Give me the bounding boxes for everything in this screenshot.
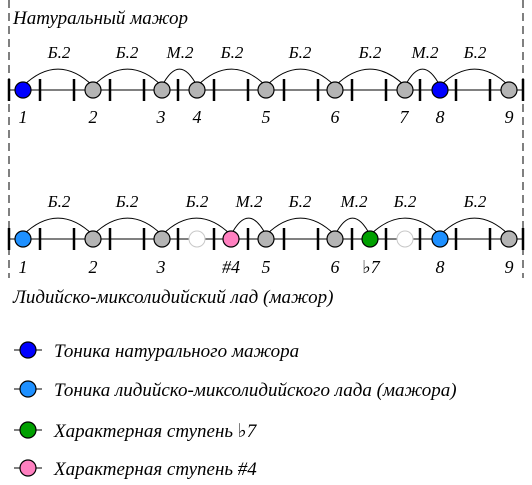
row2-degree-label: 2	[89, 257, 98, 277]
degree-node-grey	[326, 230, 344, 248]
interval-arc	[369, 217, 441, 236]
row1-interval-label: Б.2	[115, 43, 139, 62]
legend-char-4-marker	[19, 459, 37, 477]
row2-interval-label: Б.2	[185, 192, 209, 211]
row2-interval-label: Б.2	[393, 192, 417, 211]
row2-ticks	[7, 228, 525, 250]
row1-ticks	[7, 79, 525, 101]
interval-arc	[230, 217, 267, 236]
interval-arc	[334, 217, 371, 236]
interval-arc	[22, 217, 94, 236]
legend-item-tonic-lm: Тоника лидийско-миксолидийского лада (ма…	[14, 380, 457, 401]
interval-arc	[92, 68, 163, 87]
legend: Тоника натурального мажора Тоника лидийс…	[14, 341, 457, 480]
legend-tonic-lm-marker	[19, 380, 37, 398]
legend-char-7-marker	[19, 421, 37, 439]
row2-degree-label: ♭7	[362, 257, 380, 277]
row1-degree-label: 7	[400, 107, 410, 127]
legend-item-char-4: Характерная ступень #4	[14, 459, 257, 480]
row2-degree-label: 3	[156, 257, 166, 277]
row2-interval-labels: Б.2 Б.2 Б.2 М.2 Б.2 М.2 Б.2 Б.2	[47, 192, 487, 211]
row1-degree-labels: 1 2 3 4 5 6 7 8 9	[19, 107, 514, 127]
degree-node-grey	[500, 230, 518, 248]
interval-arc	[92, 217, 163, 236]
row1-interval-label: Б.2	[288, 43, 312, 62]
legend-label: Характерная ступень ♭7	[53, 421, 258, 442]
row2-interval-label: Б.2	[463, 192, 487, 211]
row1-degree-label: 4	[193, 107, 202, 127]
row1-degree-label: 5	[262, 107, 271, 127]
row1-degree-label: 1	[19, 107, 28, 127]
row2-degree-label: 5	[262, 257, 271, 277]
legend-label: Характерная ступень #4	[53, 459, 257, 480]
interval-arc	[161, 217, 232, 236]
row1-degree-label: 3	[156, 107, 166, 127]
row1-interval-label: Б.2	[463, 43, 487, 62]
row2-degree-labels: 1 2 3 #4 5 6 ♭7 8 9	[19, 257, 514, 277]
row1-interval-labels: Б.2 Б.2 М.2 Б.2 Б.2 Б.2 М.2 Б.2	[47, 43, 487, 62]
row1-interval-label: М.2	[166, 43, 194, 62]
interval-arc	[404, 68, 441, 87]
degree-node-tonic-natural	[14, 81, 32, 99]
degree-node-char-7	[361, 230, 379, 248]
row2-degree-label: 1	[19, 257, 28, 277]
interval-arc	[161, 68, 198, 87]
degree-node-tonic-lm	[431, 230, 449, 248]
degree-node-grey	[153, 81, 171, 99]
row1-interval-arcs	[22, 68, 510, 87]
row2-degree-label: 8	[436, 257, 445, 277]
degree-node-grey	[84, 81, 102, 99]
row1-degree-label: 2	[89, 107, 98, 127]
lydian-mixolydian-row: Б.2 Б.2 Б.2 М.2 Б.2 М.2 Б.2 Б.2 1 2 3 #4…	[7, 192, 525, 308]
degree-node-grey	[188, 81, 206, 99]
degree-node-tonic-lm	[14, 230, 32, 248]
row2-interval-arcs	[22, 217, 510, 236]
row2-interval-label: М.2	[340, 192, 368, 211]
row2-interval-label: Б.2	[47, 192, 71, 211]
legend-label: Тоника натурального мажора	[54, 341, 299, 362]
interval-arc	[22, 68, 94, 87]
row1-degree-label: 6	[331, 107, 340, 127]
degree-node-char-4	[222, 230, 240, 248]
degree-node-grey	[257, 230, 275, 248]
lydian-mixolydian-title: Лидийско-миксолидийский лад (мажор)	[12, 287, 334, 308]
interval-arc	[265, 217, 336, 236]
row2-degree-label: 6	[331, 257, 340, 277]
interval-arc	[439, 68, 510, 87]
degree-node-empty	[188, 230, 206, 248]
legend-item-tonic-natural: Тоника натурального мажора	[14, 341, 299, 362]
degree-node-grey	[396, 81, 414, 99]
row2-nodes	[14, 230, 518, 248]
row2-interval-label: М.2	[235, 192, 263, 211]
interval-arc	[265, 68, 336, 87]
row2-interval-label: Б.2	[288, 192, 312, 211]
degree-node-grey	[500, 81, 518, 99]
natural-major-title: Натуральный мажор	[12, 8, 188, 29]
row1-nodes	[14, 81, 518, 99]
degree-node-grey	[84, 230, 102, 248]
interval-arc	[334, 68, 406, 87]
row1-interval-label: Б.2	[220, 43, 244, 62]
interval-arc	[439, 217, 510, 236]
row1-interval-label: М.2	[411, 43, 439, 62]
degree-node-grey	[257, 81, 275, 99]
legend-item-char-7: Характерная ступень ♭7	[14, 421, 258, 442]
row1-interval-label: Б.2	[47, 43, 71, 62]
row1-interval-label: Б.2	[358, 43, 382, 62]
row1-degree-label: 8	[436, 107, 445, 127]
legend-tonic-natural-marker	[19, 341, 37, 359]
degree-node-empty	[396, 230, 414, 248]
degree-node-grey	[153, 230, 171, 248]
interval-arc	[196, 68, 267, 87]
degree-node-grey	[326, 81, 344, 99]
row2-interval-label: Б.2	[115, 192, 139, 211]
natural-major-row: Натуральный мажор Б.2 Б.2 М.2 Б.2 Б.2 Б.…	[7, 8, 525, 127]
row1-degree-label: 9	[505, 107, 514, 127]
row2-degree-label: #4	[222, 257, 240, 277]
row2-degree-label: 9	[505, 257, 514, 277]
degree-node-tonic-natural	[431, 81, 449, 99]
legend-label: Тоника лидийско-миксолидийского лада (ма…	[54, 380, 457, 401]
